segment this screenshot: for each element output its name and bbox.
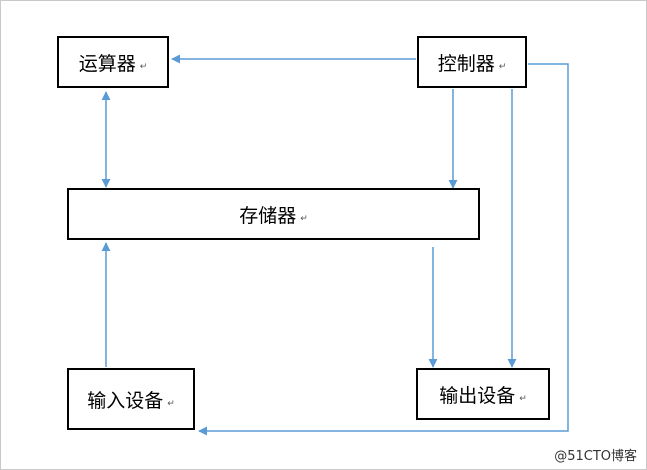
node-output-label: 输出设备: [439, 384, 516, 407]
node-controller-label: 控制器: [437, 52, 495, 75]
paragraph-mark-icon: ↵: [139, 62, 148, 72]
node-alu-label: 运算器: [78, 52, 136, 75]
paragraph-mark-icon: ↵: [167, 399, 175, 409]
node-controller: 控制器↵: [417, 36, 527, 88]
node-memory-label: 存储器: [239, 204, 297, 227]
paragraph-mark-icon: ↵: [498, 62, 507, 72]
node-input: 输入设备↵: [67, 368, 195, 430]
paragraph-mark-icon: ↵: [300, 214, 308, 224]
arrow-controller-to-input: [198, 63, 569, 436]
node-output: 输出设备↵: [416, 368, 550, 420]
paragraph-mark-icon: ↵: [519, 394, 527, 404]
node-input-label: 输入设备: [87, 389, 164, 412]
node-memory: 存储器↵: [67, 188, 480, 240]
node-alu: 运算器↵: [57, 36, 169, 88]
watermark: @51CTO博客: [554, 449, 637, 464]
